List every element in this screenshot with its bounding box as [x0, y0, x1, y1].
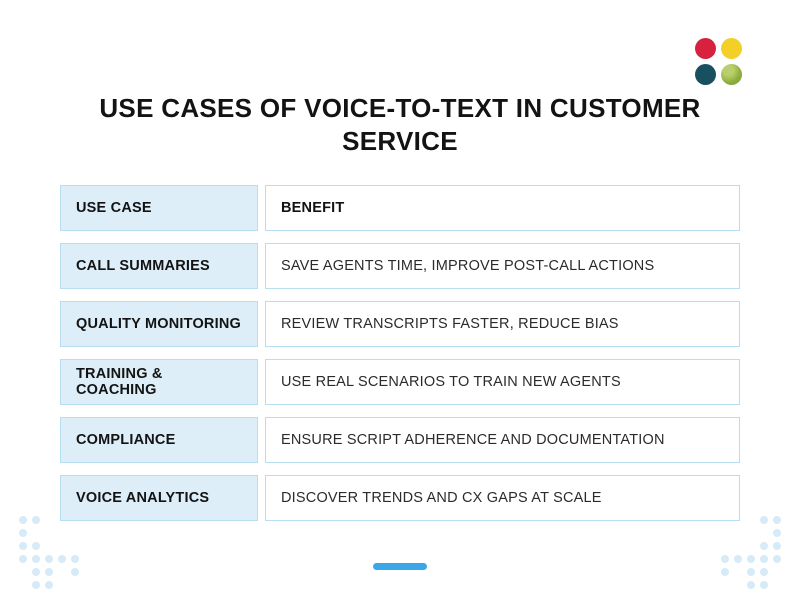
use-case-cell: CALL SUMMARIES — [60, 243, 258, 289]
table-row: CALL SUMMARIES SAVE AGENTS TIME, IMPROVE… — [60, 243, 740, 289]
logo-teal-dot-icon — [695, 64, 716, 85]
corner-dots-pattern-left — [19, 516, 79, 589]
header-benefit: BENEFIT — [265, 185, 740, 231]
table-row: COMPLIANCE ENSURE SCRIPT ADHERENCE AND D… — [60, 417, 740, 463]
benefit-cell: REVIEW TRANSCRIPTS FASTER, REDUCE BIAS — [265, 301, 740, 347]
logo-green-dot-icon — [721, 64, 742, 85]
use-case-table: USE CASE BENEFIT CALL SUMMARIES SAVE AGE… — [60, 185, 740, 533]
use-case-cell: TRAINING & COACHING — [60, 359, 258, 405]
footer-accent-dash — [373, 563, 427, 570]
use-case-cell: VOICE ANALYTICS — [60, 475, 258, 521]
logo-red-dot-icon — [695, 38, 716, 59]
benefit-cell: SAVE AGENTS TIME, IMPROVE POST-CALL ACTI… — [265, 243, 740, 289]
table-row: VOICE ANALYTICS DISCOVER TRENDS AND CX G… — [60, 475, 740, 521]
table-header-row: USE CASE BENEFIT — [60, 185, 740, 231]
benefit-cell: ENSURE SCRIPT ADHERENCE AND DOCUMENTATIO… — [265, 417, 740, 463]
use-case-cell: COMPLIANCE — [60, 417, 258, 463]
use-case-cell: QUALITY MONITORING — [60, 301, 258, 347]
brand-logo — [695, 38, 742, 85]
header-use-case: USE CASE — [60, 185, 258, 231]
table-row: TRAINING & COACHING USE REAL SCENARIOS T… — [60, 359, 740, 405]
benefit-cell: DISCOVER TRENDS AND CX GAPS AT SCALE — [265, 475, 740, 521]
logo-yellow-dot-icon — [721, 38, 742, 59]
corner-dots-pattern-right — [721, 516, 781, 589]
table-row: QUALITY MONITORING REVIEW TRANSCRIPTS FA… — [60, 301, 740, 347]
benefit-cell: USE REAL SCENARIOS TO TRAIN NEW AGENTS — [265, 359, 740, 405]
page-title: USE CASES OF VOICE-TO-TEXT IN CUSTOMER S… — [99, 93, 701, 156]
